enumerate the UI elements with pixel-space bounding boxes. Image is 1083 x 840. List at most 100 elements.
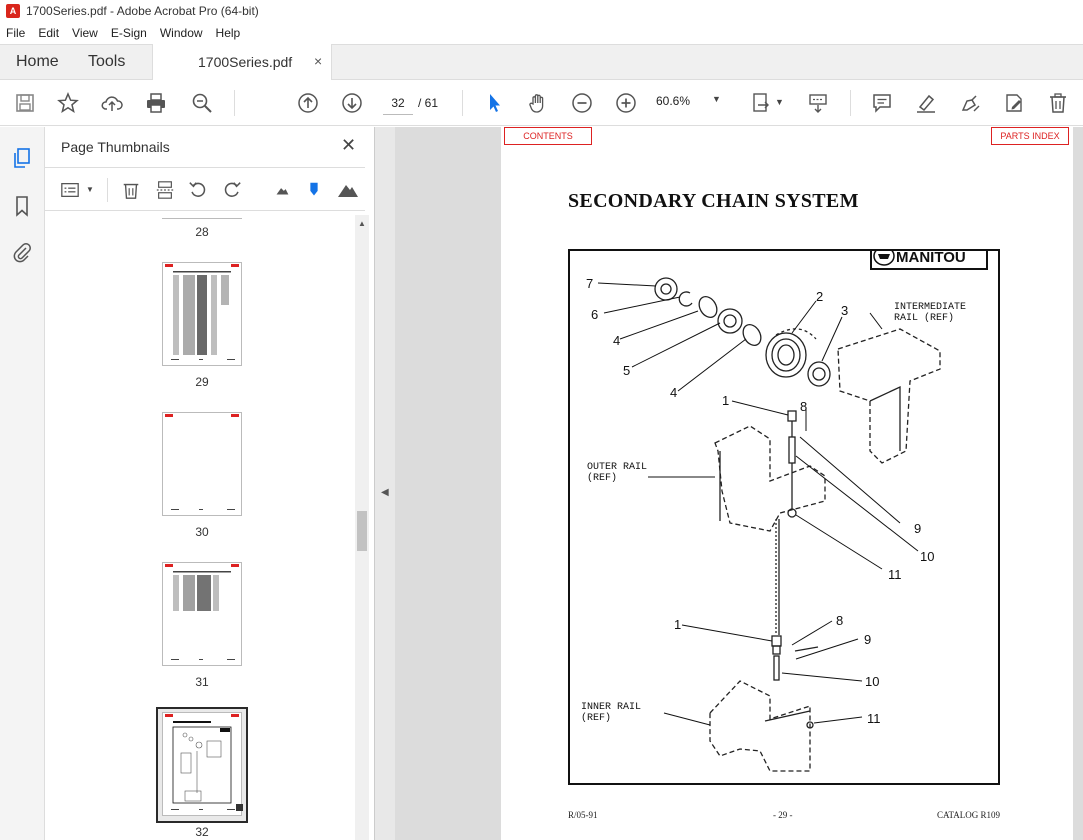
menu-esign[interactable]: E-Sign [110, 26, 147, 40]
footer-catalog: CATALOG R109 [937, 810, 1001, 820]
edit-pdf-icon[interactable] [1002, 91, 1026, 115]
fill-sign-icon[interactable] [958, 91, 982, 115]
panel-splitter[interactable]: ◀ [375, 127, 395, 840]
thumbnail-number: 29 [195, 375, 209, 389]
thumbnail-number: 32 [195, 825, 209, 839]
tab-home[interactable]: Home [16, 53, 59, 70]
rotate-left-icon[interactable] [187, 179, 209, 201]
scroll-mode-icon[interactable] [806, 91, 830, 115]
fit-dropdown-caret-icon[interactable]: ▼ [775, 97, 784, 107]
panel-close-button[interactable]: ✕ [341, 135, 357, 155]
label-intermediate-rail-ref: RAIL (REF) [894, 312, 954, 324]
scroll-up-icon[interactable]: ▲ [358, 219, 366, 228]
page-total-label: / 61 [418, 96, 439, 110]
thumbnail-page[interactable] [162, 412, 242, 516]
tab-row: Home Tools 1700Series.pdf × [0, 44, 1083, 81]
page-down-icon[interactable] [340, 91, 364, 115]
parts-index-link[interactable]: PARTS INDEX [991, 127, 1069, 145]
zoom-value: 60.6% [656, 94, 691, 108]
bookmark-star-icon[interactable] [56, 91, 80, 115]
callout-1b: 1 [674, 617, 681, 632]
comment-icon[interactable] [870, 91, 894, 115]
zoom-caret-icon: ▼ [712, 94, 721, 104]
page-heading: SECONDARY CHAIN SYSTEM [568, 190, 859, 212]
thumbnail-smaller-icon[interactable] [271, 179, 293, 201]
callout-4: 4 [613, 333, 620, 348]
callout-2: 2 [816, 289, 823, 304]
options-menu-icon[interactable] [59, 179, 81, 201]
bookmarks-icon[interactable] [11, 195, 33, 217]
brand-logo-text: MANITOU [896, 251, 966, 266]
menu-help[interactable]: Help [215, 26, 241, 40]
tab-close-button[interactable]: × [314, 53, 323, 69]
page-up-icon[interactable] [296, 91, 320, 115]
thumbnail-number: 31 [195, 675, 209, 689]
callout-8: 8 [800, 399, 807, 414]
pdf-page: CONTENTS PARTS INDEX SECONDARY CHAIN SYS… [501, 127, 1073, 840]
menu-bar: File Edit View E-Sign Window Help [0, 22, 1083, 44]
menu-edit[interactable]: Edit [38, 26, 60, 40]
label-inner-rail-ref: (REF) [581, 712, 611, 724]
tab-tools[interactable]: Tools [88, 53, 126, 70]
menu-view[interactable]: View [72, 26, 98, 40]
callout-7: 7 [586, 276, 593, 291]
thumbnails-panel: Page Thumbnails ✕ ▼ 28 [45, 127, 375, 840]
thumbnail-larger-icon[interactable] [337, 179, 359, 201]
main-toolbar: ▼ [0, 80, 1083, 126]
label-inner-rail: INNER RAIL [581, 702, 641, 713]
delete-page-icon[interactable] [120, 179, 142, 201]
thumbnail-size-slider[interactable] [303, 179, 325, 201]
thumbnail-scrollbar[interactable]: ▲ [355, 215, 369, 840]
label-outer-rail-ref: (REF) [587, 472, 617, 484]
upload-cloud-icon[interactable] [100, 91, 124, 115]
callout-8b: 8 [836, 613, 843, 628]
tab-document-label: 1700Series.pdf [198, 54, 293, 70]
contents-link[interactable]: CONTENTS [504, 127, 592, 145]
save-icon[interactable] [13, 91, 37, 115]
panel-toolbar: ▼ [45, 167, 365, 211]
callout-5: 5 [623, 363, 630, 378]
collapse-panel-icon[interactable]: ◀ [381, 487, 389, 498]
document-view[interactable]: CONTENTS PARTS INDEX SECONDARY CHAIN SYS… [395, 127, 1083, 840]
insert-page-icon[interactable] [154, 179, 176, 201]
tab-document[interactable]: 1700Series.pdf × [152, 44, 332, 81]
highlight-pen-icon[interactable] [914, 91, 938, 115]
menu-file[interactable]: File [6, 26, 26, 40]
callout-4b: 4 [670, 385, 677, 400]
page-thumbnails-icon[interactable] [11, 147, 33, 169]
callout-10: 10 [920, 549, 934, 564]
page-number-input[interactable] [383, 91, 413, 115]
window-title: 1700Series.pdf - Adobe Acrobat Pro (64-b… [26, 4, 259, 18]
hand-tool-icon[interactable] [526, 91, 550, 115]
title-bar: A 1700Series.pdf - Adobe Acrobat Pro (64… [0, 0, 1083, 22]
footer-revision: R/05-91 [568, 810, 598, 820]
rotate-right-icon[interactable] [221, 179, 243, 201]
exploded-diagram: MANITOU [568, 249, 1000, 785]
thumbnail-number: 30 [195, 525, 209, 539]
thumbnail-page[interactable] [162, 262, 242, 366]
select-cursor-icon[interactable] [482, 91, 506, 115]
left-rail [0, 127, 45, 840]
zoom-dropdown[interactable]: 60.6% ▼ [656, 94, 724, 114]
callout-11b: 11 [867, 711, 881, 726]
label-intermediate-rail: INTERMEDIATE [894, 302, 966, 313]
label-outer-rail: OUTER RAIL [587, 462, 647, 473]
fit-page-icon[interactable] [750, 91, 774, 115]
menu-window[interactable]: Window [159, 26, 203, 40]
search-zoom-icon[interactable] [190, 91, 214, 115]
options-caret-icon[interactable]: ▼ [86, 185, 94, 194]
acrobat-logo-icon: A [6, 4, 20, 18]
callout-9: 9 [914, 521, 921, 536]
attachments-icon[interactable] [11, 241, 33, 263]
callout-1: 1 [722, 393, 729, 408]
delete-trash-icon[interactable] [1046, 91, 1070, 115]
thumbnail-number: 28 [195, 225, 209, 239]
print-icon[interactable] [144, 91, 168, 115]
zoom-out-icon[interactable] [570, 91, 594, 115]
zoom-in-icon[interactable] [614, 91, 638, 115]
thumbnail-page-selected[interactable] [162, 712, 242, 816]
thumbnail-page[interactable] [162, 562, 242, 666]
callout-10b: 10 [865, 674, 879, 689]
scrollbar-thumb[interactable] [357, 511, 367, 551]
callout-3: 3 [841, 303, 848, 318]
